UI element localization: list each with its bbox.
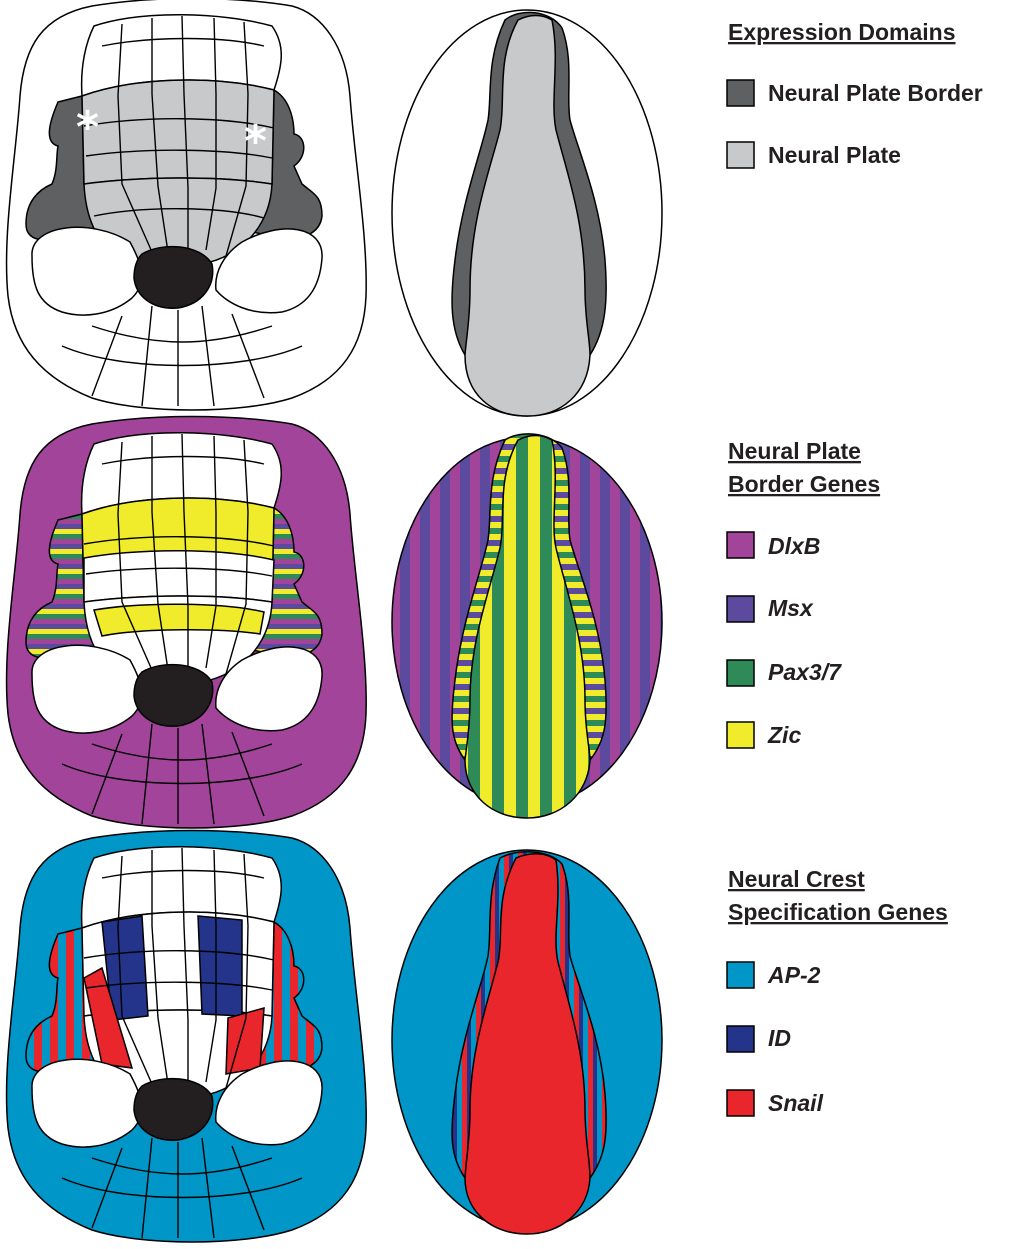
legend-title-line1: Neural Plate — [728, 438, 861, 464]
row-neural-crest-specification-genes: Neural Crest Specification Genes AP-2 ID… — [7, 831, 948, 1243]
row-expression-domains: * * Expression Domains Neural Plate Bord… — [7, 0, 983, 416]
asterisk-left: * — [76, 102, 99, 153]
embryo-schematic-1: * * — [7, 0, 367, 410]
neurula-schematic-3 — [392, 850, 662, 1234]
legend-swatch-pax37 — [727, 660, 754, 686]
legend-swatch-border — [727, 80, 754, 106]
legend-title-line2: Specification Genes — [728, 899, 948, 925]
legend-swatch-dlxb — [727, 532, 754, 558]
legend-label-zic: Zic — [767, 722, 801, 748]
legend-swatch-id — [727, 1026, 754, 1052]
legend-title-line2: Border Genes — [728, 471, 880, 497]
legend-label-id: ID — [768, 1025, 791, 1051]
neurula-schematic-2 — [392, 434, 662, 818]
neurula-schematic-1 — [392, 10, 662, 416]
legend-swatch-ap2 — [727, 962, 754, 988]
embryo-schematic-2 — [7, 417, 367, 829]
embryo-schematic-3 — [7, 831, 367, 1243]
legend-neural-plate-border-genes: Neural Plate Border Genes DlxB Msx Pax3/… — [727, 438, 880, 748]
legend-label-plate: Neural Plate — [768, 142, 901, 168]
legend-label-ap2: AP-2 — [767, 962, 821, 988]
legend-expression-domains: Expression Domains Neural Plate Border N… — [727, 19, 983, 168]
legend-label-dlxb: DlxB — [768, 533, 820, 559]
row-neural-plate-border-genes: Neural Plate Border Genes DlxB Msx Pax3/… — [7, 417, 881, 829]
legend-swatch-zic — [727, 722, 754, 748]
legend-label-msx: Msx — [768, 595, 814, 621]
legend-neural-crest-specification-genes: Neural Crest Specification Genes AP-2 ID… — [727, 866, 948, 1116]
legend-label-border: Neural Plate Border — [768, 80, 983, 106]
legend-label-snail: Snail — [768, 1090, 824, 1116]
asterisk-right: * — [244, 116, 267, 167]
legend-swatch-plate — [727, 142, 754, 168]
legend-title-line1: Neural Crest — [728, 866, 865, 892]
legend-title: Expression Domains — [728, 19, 956, 45]
legend-label-pax37: Pax3/7 — [768, 659, 842, 685]
legend-swatch-snail — [727, 1090, 754, 1116]
legend-swatch-msx — [727, 596, 754, 622]
